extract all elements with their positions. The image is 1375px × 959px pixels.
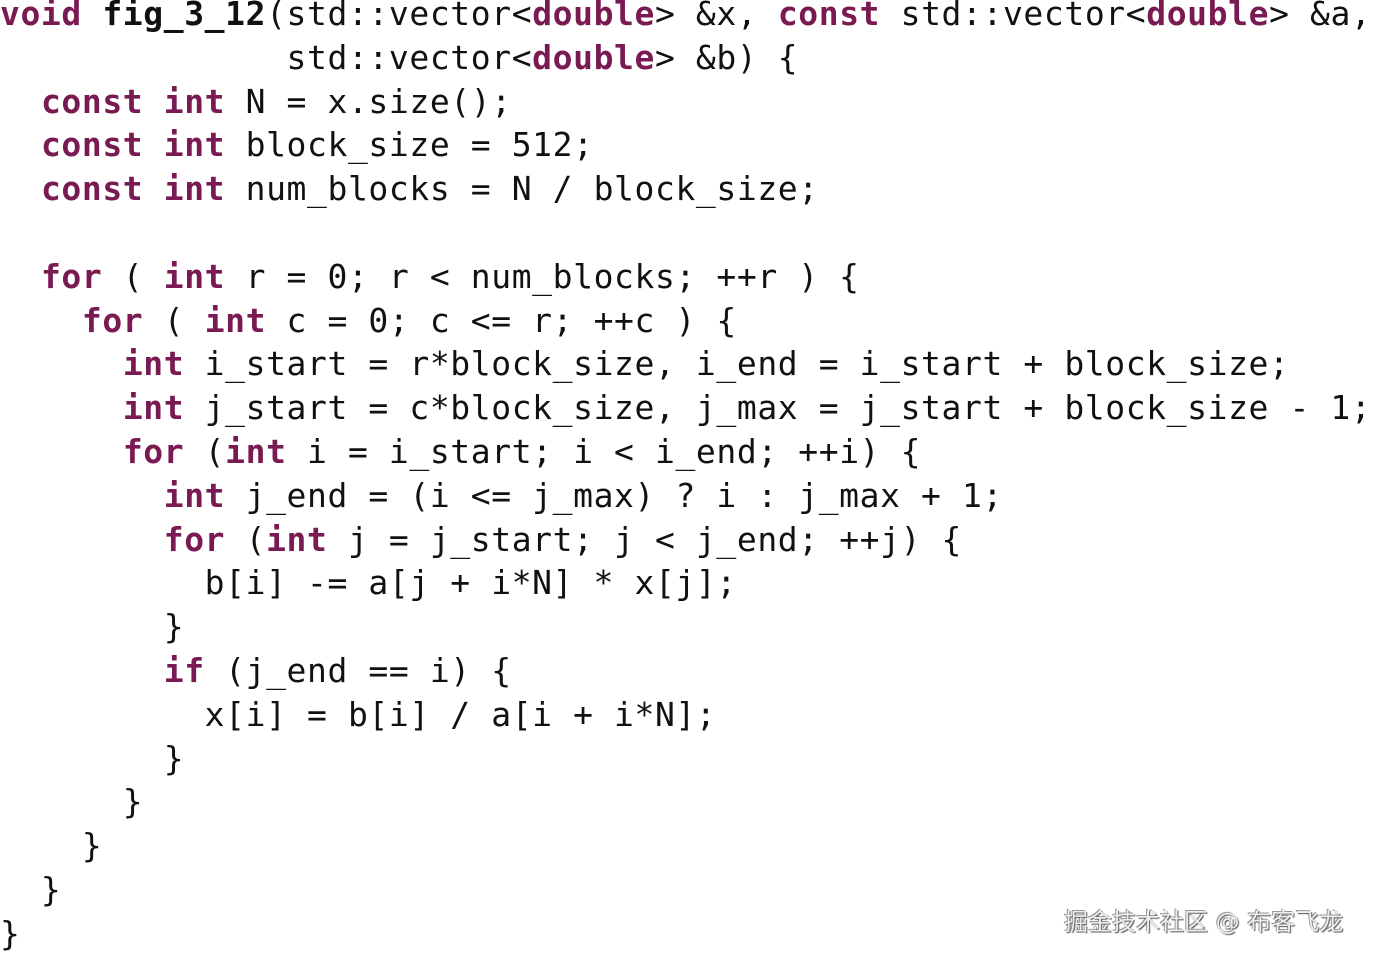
keyword: int xyxy=(163,256,226,296)
code-text: j_start = c*block_size, j_max = j_start … xyxy=(184,388,1372,428)
code-text: num_blocks = N / block_size; xyxy=(225,169,819,209)
code-text: block_size = 512; xyxy=(225,125,594,165)
code-line: } xyxy=(0,824,1371,868)
code-text: } xyxy=(0,782,144,822)
code-line: } xyxy=(0,605,1371,649)
keyword: for xyxy=(122,431,185,471)
code-text xyxy=(0,169,41,208)
code-line: } xyxy=(0,780,1371,824)
keyword: int xyxy=(163,169,226,209)
code-text: N = x.size(); xyxy=(225,81,512,121)
keyword: void xyxy=(0,0,82,33)
keyword: int xyxy=(163,81,226,121)
keyword: const xyxy=(40,81,144,121)
code-text: j_end = (i <= j_max) ? i : j_max + 1; xyxy=(225,475,1003,515)
code-text: > &a, xyxy=(1269,0,1372,33)
keyword: double xyxy=(532,37,655,77)
keyword: double xyxy=(532,0,655,33)
keyword: int xyxy=(122,388,185,428)
code-text xyxy=(143,82,163,121)
code-text: std::vector< xyxy=(880,0,1147,33)
code-text: } xyxy=(0,869,62,909)
code-text xyxy=(0,125,41,164)
code-text: (std::vector< xyxy=(266,0,533,33)
code-text: ( xyxy=(143,300,205,340)
code-text xyxy=(143,169,163,208)
code-text: } xyxy=(0,913,21,953)
code-text: } xyxy=(0,826,103,866)
code-line: for (int i = i_start; i < i_end; ++i) { xyxy=(0,430,1371,474)
code-text: r = 0; r < num_blocks; ++r ) { xyxy=(225,256,860,296)
code-text xyxy=(0,82,41,121)
watermark: 掘金技术社区 @ 布客飞龙 xyxy=(1064,908,1344,936)
code-text xyxy=(0,651,164,690)
code-text: ( xyxy=(225,519,267,559)
code-line: } xyxy=(0,868,1371,912)
code-line: for ( int c = 0; c <= r; ++c ) { xyxy=(0,299,1371,343)
keyword: int xyxy=(204,300,267,340)
code-line xyxy=(0,211,1371,255)
code-line: int j_start = c*block_size, j_max = j_st… xyxy=(0,386,1371,430)
code-line: } xyxy=(0,737,1371,781)
keyword: int xyxy=(225,431,287,471)
code-text: i_start = r*block_size, i_end = i_start … xyxy=(184,344,1290,384)
code-text: b[i] -= a[j + i*N] * x[j]; xyxy=(0,563,737,603)
code-text xyxy=(0,344,123,383)
keyword: for xyxy=(81,300,144,340)
code-text: ( xyxy=(184,431,226,471)
code-text: x[i] = b[i] / a[i + i*N]; xyxy=(0,694,717,734)
code-text xyxy=(0,301,82,340)
code-text: (j_end == i) { xyxy=(204,650,512,690)
keyword: if xyxy=(163,650,205,690)
keyword: int xyxy=(163,125,226,165)
code-line: for ( int r = 0; r < num_blocks; ++r ) { xyxy=(0,255,1371,299)
keyword: int xyxy=(163,475,226,515)
code-text: ( xyxy=(102,256,164,296)
code-text: } xyxy=(0,607,185,647)
keyword: const xyxy=(40,169,144,209)
code-line: x[i] = b[i] / a[i + i*N]; xyxy=(0,693,1371,737)
code-text xyxy=(0,432,123,471)
code-line: int i_start = r*block_size, i_end = i_st… xyxy=(0,342,1371,386)
code-text xyxy=(0,257,41,296)
code-line: int j_end = (i <= j_max) ? i : j_max + 1… xyxy=(0,474,1371,518)
code-text xyxy=(82,0,102,33)
code-line: for (int j = j_start; j < j_end; ++j) { xyxy=(0,518,1371,562)
code-line: const int block_size = 512; xyxy=(0,123,1371,167)
code-text: j = j_start; j < j_end; ++j) { xyxy=(327,519,962,559)
code-line: std::vector<double> &b) { xyxy=(0,36,1371,80)
code-line: } xyxy=(0,912,1371,956)
code-text xyxy=(143,125,163,164)
code-text xyxy=(0,388,123,427)
code-text xyxy=(0,520,164,559)
keyword: int xyxy=(122,344,185,384)
keyword: int xyxy=(266,519,328,559)
code-line: const int num_blocks = N / block_size; xyxy=(0,167,1371,211)
code-text xyxy=(0,476,164,515)
code-line: const int N = x.size(); xyxy=(0,80,1371,124)
code-text: } xyxy=(0,738,185,778)
keyword: const xyxy=(777,0,881,33)
keyword: for xyxy=(40,256,103,296)
keyword: for xyxy=(163,519,226,559)
code-text: i = i_start; i < i_end; ++i) { xyxy=(286,431,922,471)
code-text: > &x, xyxy=(655,0,778,33)
code-line: void fig_3_12(std::vector<double> &x, co… xyxy=(0,0,1371,36)
keyword: double xyxy=(1146,0,1270,33)
code-text: std::vector< xyxy=(0,37,533,77)
code-text: > &b) { xyxy=(654,37,799,77)
function-name: fig_3_12 xyxy=(102,0,267,33)
code-line: if (j_end == i) { xyxy=(0,649,1371,693)
code-text: c = 0; c <= r; ++c ) { xyxy=(266,300,737,340)
keyword: const xyxy=(40,125,144,165)
code-line: b[i] -= a[j + i*N] * x[j]; xyxy=(0,561,1371,605)
